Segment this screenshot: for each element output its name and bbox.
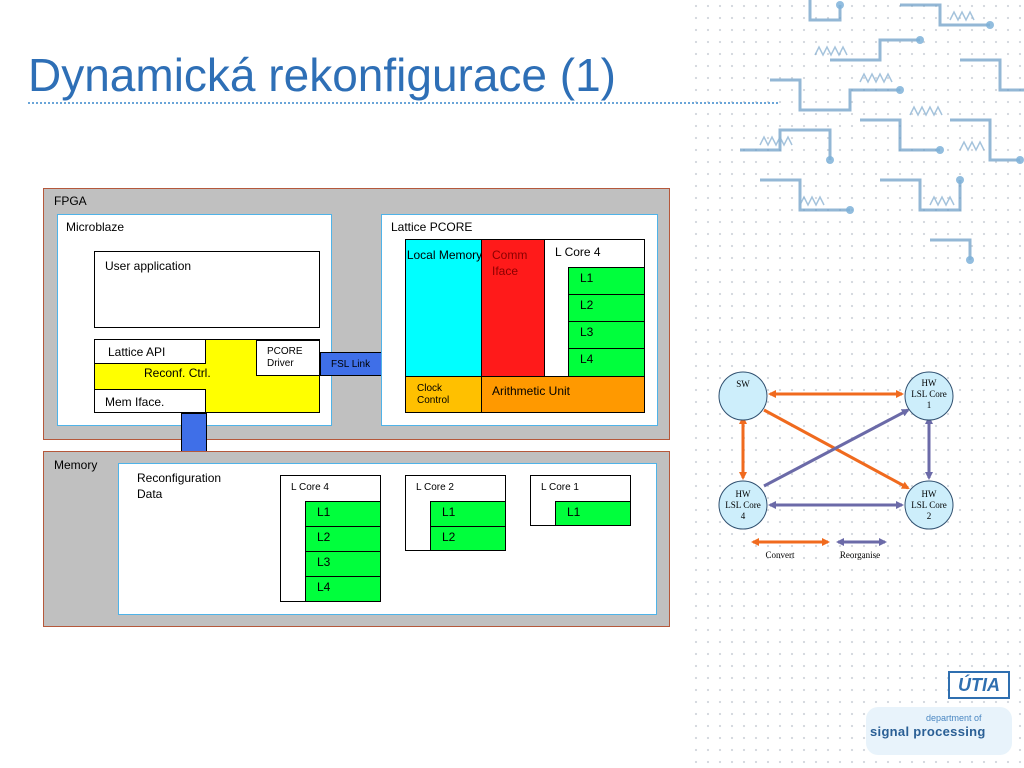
node-hw4-line2: LSL Core — [725, 500, 760, 510]
comm-iface-box: Comm Iface — [481, 239, 545, 377]
l-core-4-label: L Core 4 — [555, 245, 601, 259]
user-application-label: User application — [105, 259, 192, 273]
circuit-decoration — [740, 0, 1024, 264]
memory-l-core-2-label: L Core 2 — [416, 482, 454, 493]
fsl-link-label: FSL Link — [331, 359, 371, 370]
pcore-layer-l1: L1 — [568, 267, 645, 295]
mem-iface-label: Mem Iface. — [105, 395, 165, 409]
edge-hw4-hw1 — [763, 408, 910, 488]
dsp-logo-background — [866, 707, 1012, 755]
arithmetic-unit-box: Arithmetic Unit — [481, 376, 645, 413]
memory-label: Memory — [54, 458, 98, 472]
memory-core1-layer-l1: L1 — [555, 501, 631, 526]
lattice-api-label: Lattice API — [108, 345, 166, 359]
clock-control-label: Clock Control — [417, 383, 450, 406]
node-sw-label: SW — [736, 379, 750, 389]
dsp-logo-bottom: signal processing — [870, 724, 986, 739]
microblaze-label: Microblaze — [66, 220, 125, 234]
title-divider — [28, 102, 778, 104]
node-hw4-line3: 4 — [741, 511, 746, 521]
page-title: Dynamická rekonfigurace (1) — [28, 49, 617, 101]
comm-iface-label: Comm Iface — [492, 248, 528, 278]
legend-reorganise-label: Reorganise — [840, 550, 880, 560]
transition-graph: SW HW LSL Core 1 HW LSL Core 4 HW LSL Co… — [718, 371, 954, 560]
node-hw4-line1: HW — [736, 489, 751, 499]
node-hw1-line2: LSL Core — [911, 389, 946, 399]
legend-convert-label: Convert — [766, 550, 795, 560]
reconf-ctrl-label: Reconf. Ctrl. — [144, 366, 211, 380]
node-hw4 — [718, 480, 768, 530]
node-hw1 — [904, 371, 954, 421]
memory-core4-layer-l3: L3 — [305, 551, 381, 577]
memory-core2-layer-l1: L1 — [430, 501, 506, 527]
user-application-box: User application — [94, 251, 320, 328]
local-memory-box: Local Memory — [405, 239, 482, 377]
pcore-layer-l3: L3 — [568, 321, 645, 349]
node-hw2-line1: HW — [922, 489, 937, 499]
arithmetic-unit-label: Arithmetic Unit — [492, 384, 571, 398]
node-hw1-line1: HW — [922, 378, 937, 388]
node-hw1-line3: 1 — [927, 400, 932, 410]
clock-control-box: Clock Control — [405, 376, 482, 413]
pcore-driver-box: PCORE Driver — [256, 340, 320, 376]
local-memory-label: Local Memory — [406, 248, 483, 262]
node-sw — [718, 371, 768, 421]
node-hw2-line2: LSL Core — [911, 500, 946, 510]
dsp-logo: department of signal processing — [866, 707, 1012, 755]
memory-core2-layer-l2: L2 — [430, 526, 506, 551]
pcore-layer-l4: L4 — [568, 348, 645, 377]
memory-l-core-1-label: L Core 1 — [541, 482, 579, 493]
fpga-label: FPGA — [54, 194, 87, 208]
memory-core4-layer-l4: L4 — [305, 576, 381, 602]
memory-l-core-4-label: L Core 4 — [291, 482, 329, 493]
pcore-driver-label: PCORE Driver — [267, 346, 303, 369]
utia-logo-text: ÚTIA — [958, 675, 1000, 695]
dsp-logo-top: department of — [926, 713, 982, 723]
utia-logo: ÚTIA — [948, 671, 1010, 699]
node-hw2 — [904, 480, 954, 530]
pcore-layer-l2: L2 — [568, 294, 645, 322]
mem-iface-box: Mem Iface. — [94, 389, 206, 413]
node-hw2-line3: 2 — [927, 511, 932, 521]
lattice-api-box: Lattice API — [94, 339, 206, 364]
memory-core4-layer-l2: L2 — [305, 526, 381, 552]
memory-core4-layer-l1: L1 — [305, 501, 381, 527]
reconfiguration-data-label: Reconfiguration Data — [137, 471, 222, 501]
lattice-pcore-label: Lattice PCORE — [391, 220, 473, 234]
